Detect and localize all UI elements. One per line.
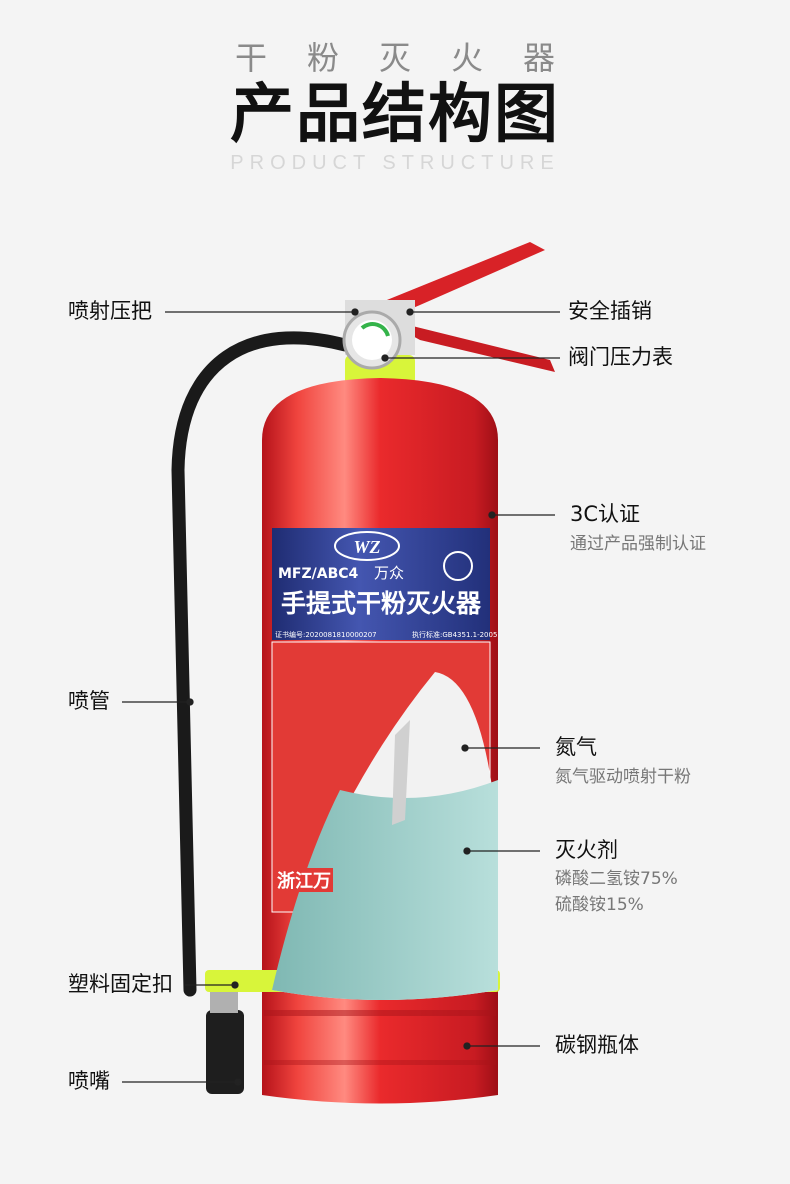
callout-agent: 灭火剂 — [555, 838, 618, 862]
product-name-text: 手提式干粉灭火器 — [281, 589, 482, 618]
callout-nitrogen-desc: 氮气驱动喷射干粉 — [555, 767, 691, 787]
hose — [171, 331, 352, 997]
callout-body: 碳钢瓶体 — [555, 1033, 639, 1057]
callout-nitrogen: 氮气 — [555, 735, 597, 759]
brand-cn-text: 万众 — [374, 564, 404, 582]
callout-cert-desc: 通过产品强制认证 — [570, 534, 706, 554]
cutaway-agent — [272, 780, 498, 1000]
callout-agent-desc-2: 硫酸铵15% — [555, 895, 644, 915]
standard-text: 执行标准:GB4351.1-2005 — [412, 630, 497, 639]
callout-hose: 喷管 — [68, 689, 110, 713]
callout-safety-pin: 安全插销 — [568, 299, 652, 323]
english-title: PRODUCT STRUCTURE — [230, 152, 560, 174]
callout-nozzle: 喷嘴 — [68, 1069, 110, 1093]
callout-clip: 塑料固定扣 — [68, 972, 173, 996]
page-title: 产品结构图 — [230, 78, 560, 152]
callout-cert: 3C认证 — [570, 502, 641, 526]
brand-logo-text: WZ — [354, 537, 381, 557]
maker-text: 浙江万 — [277, 870, 331, 892]
nozzle — [206, 1010, 244, 1094]
subtitle: 干粉灭火器 — [234, 39, 595, 77]
blue-label — [272, 528, 490, 640]
callout-agent-desc-1: 磷酸二氢铵75% — [555, 869, 678, 889]
callout-handle: 喷射压把 — [68, 299, 152, 323]
callout-gauge: 阀门压力表 — [568, 345, 673, 369]
cert-no-text: 证书编号:2020081810000207 — [275, 630, 377, 639]
model-text: MFZ/ABC4 — [278, 566, 359, 582]
